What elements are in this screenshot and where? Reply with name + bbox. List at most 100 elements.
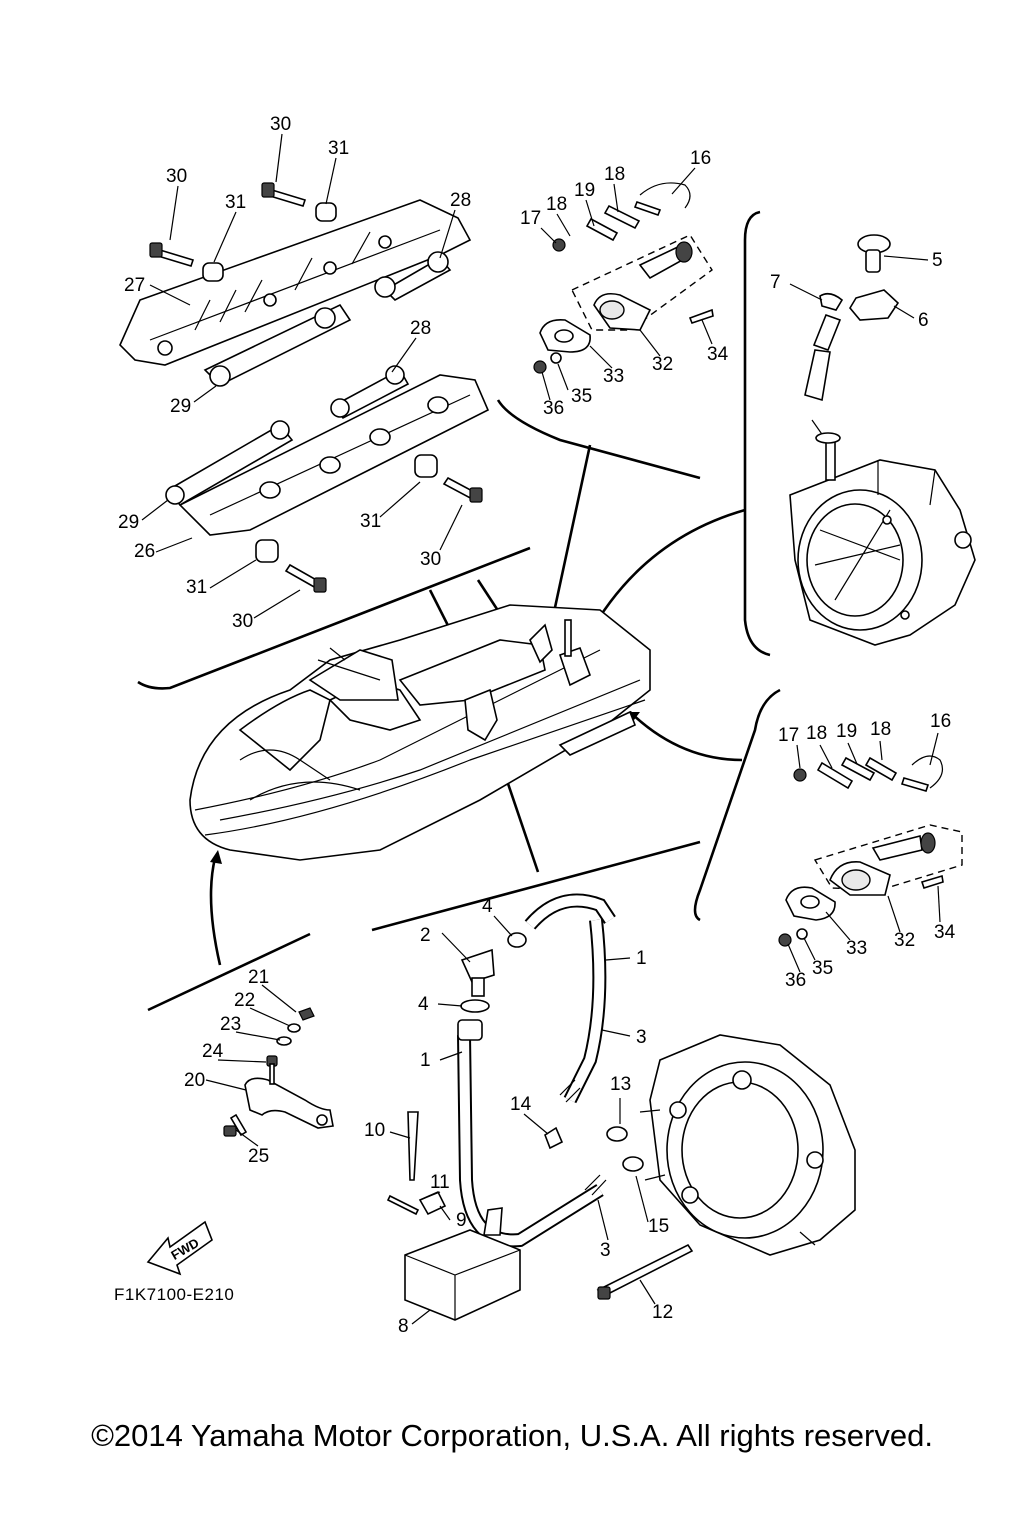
leader-line [439, 504, 463, 551]
callout-32: 32 [894, 930, 915, 951]
callout-17: 17 [778, 725, 799, 746]
leader-line [937, 885, 941, 923]
callout-10: 10 [364, 1120, 385, 1141]
callout-23: 23 [220, 1014, 241, 1035]
callout-14: 14 [510, 1094, 532, 1115]
leader-line [819, 744, 833, 769]
leader-line [887, 895, 901, 933]
upper-grate-assembly [119, 182, 472, 387]
callout-18: 18 [546, 194, 567, 215]
leader-line [389, 1131, 411, 1139]
leader-line [929, 732, 939, 766]
pump-housing-upper [789, 234, 976, 646]
callout-35: 35 [571, 386, 592, 407]
leader-line [635, 1175, 649, 1223]
callout-30: 30 [270, 114, 291, 135]
callout-9: 9 [456, 1210, 467, 1231]
callout-22: 22 [234, 990, 255, 1011]
callout-1: 1 [636, 948, 647, 969]
leader-line [523, 1113, 549, 1135]
leader-line [261, 984, 297, 1013]
callout-18: 18 [870, 719, 891, 740]
leader-line [439, 209, 456, 259]
callout-36: 36 [785, 970, 806, 991]
leader-line [601, 1029, 631, 1037]
leader-line [789, 283, 823, 301]
callout-26: 26 [134, 541, 155, 562]
callout-31: 31 [360, 511, 381, 532]
leader-line [419, 1191, 441, 1201]
leader-line [235, 1129, 259, 1147]
callout-34: 34 [707, 344, 729, 365]
leader-line [217, 1059, 267, 1063]
callout-16: 16 [690, 148, 711, 169]
leader-line [149, 284, 191, 306]
leader-line [439, 1051, 463, 1061]
bow-eye-bracket [223, 1007, 334, 1137]
callout-33: 33 [603, 366, 624, 387]
leader-line [557, 363, 569, 391]
leader-line [883, 255, 929, 261]
callout-3: 3 [636, 1027, 647, 1048]
leader-line [613, 183, 619, 213]
callout-31: 31 [328, 138, 349, 159]
leader-line [441, 932, 471, 963]
callout-35: 35 [812, 958, 833, 979]
leader-line [235, 1031, 281, 1041]
callout-12: 12 [652, 1302, 673, 1323]
callout-3: 3 [600, 1240, 611, 1261]
cooling-hose-assembly [386, 893, 856, 1321]
callout-4: 4 [418, 994, 429, 1015]
leader-line [825, 911, 851, 941]
leader-line [556, 213, 571, 237]
callout-4: 4 [482, 896, 493, 917]
callout-11: 11 [430, 1172, 450, 1193]
leader-line [541, 371, 551, 401]
callout-6: 6 [918, 310, 929, 331]
callout-2: 2 [420, 925, 431, 946]
callout-31: 31 [186, 577, 207, 598]
leader-line [275, 133, 283, 183]
leader-line [379, 481, 421, 518]
callout-labels: 30 31 30 31 28 27 28 29 29 26 31 30 31 3… [118, 114, 956, 1337]
callout-5: 5 [932, 250, 943, 271]
callout-7: 7 [770, 272, 781, 293]
leader-line [589, 345, 613, 369]
callout-16: 16 [930, 711, 951, 732]
callout-29: 29 [118, 512, 139, 533]
callout-19: 19 [574, 180, 595, 201]
callout-17: 17 [520, 208, 541, 229]
callout-28: 28 [450, 190, 471, 211]
callout-28: 28 [410, 318, 431, 339]
diagram-code: F1K7100-E210 [114, 1285, 234, 1304]
copyright-notice: ©2014 Yamaha Motor Corporation, U.S.A. A… [91, 1418, 933, 1453]
leader-lines [141, 133, 941, 1325]
callout-30: 30 [232, 611, 253, 632]
leader-line [847, 742, 858, 765]
leader-line [585, 199, 595, 227]
leader-line [879, 740, 883, 761]
leader-line [209, 559, 257, 589]
leader-line [169, 185, 179, 241]
leader-line [253, 589, 301, 619]
callout-15: 15 [648, 1216, 669, 1237]
drain-plug-upper [533, 182, 714, 374]
leader-line [205, 1079, 247, 1091]
leader-line [439, 1205, 451, 1221]
leader-line [796, 744, 801, 769]
leader-line [597, 1199, 609, 1241]
callout-19: 19 [836, 721, 857, 742]
callout-8: 8 [398, 1316, 409, 1337]
leader-line [701, 319, 713, 345]
leader-line [325, 157, 337, 205]
jet-ski-hull [189, 604, 651, 861]
callout-36: 36 [543, 398, 564, 419]
leader-line [391, 337, 417, 373]
callout-1: 1 [420, 1050, 431, 1071]
callout-24: 24 [202, 1041, 224, 1062]
callout-13: 13 [610, 1074, 631, 1095]
leader-line [411, 1309, 431, 1325]
leader-line [493, 915, 513, 937]
callout-20: 20 [184, 1070, 205, 1091]
